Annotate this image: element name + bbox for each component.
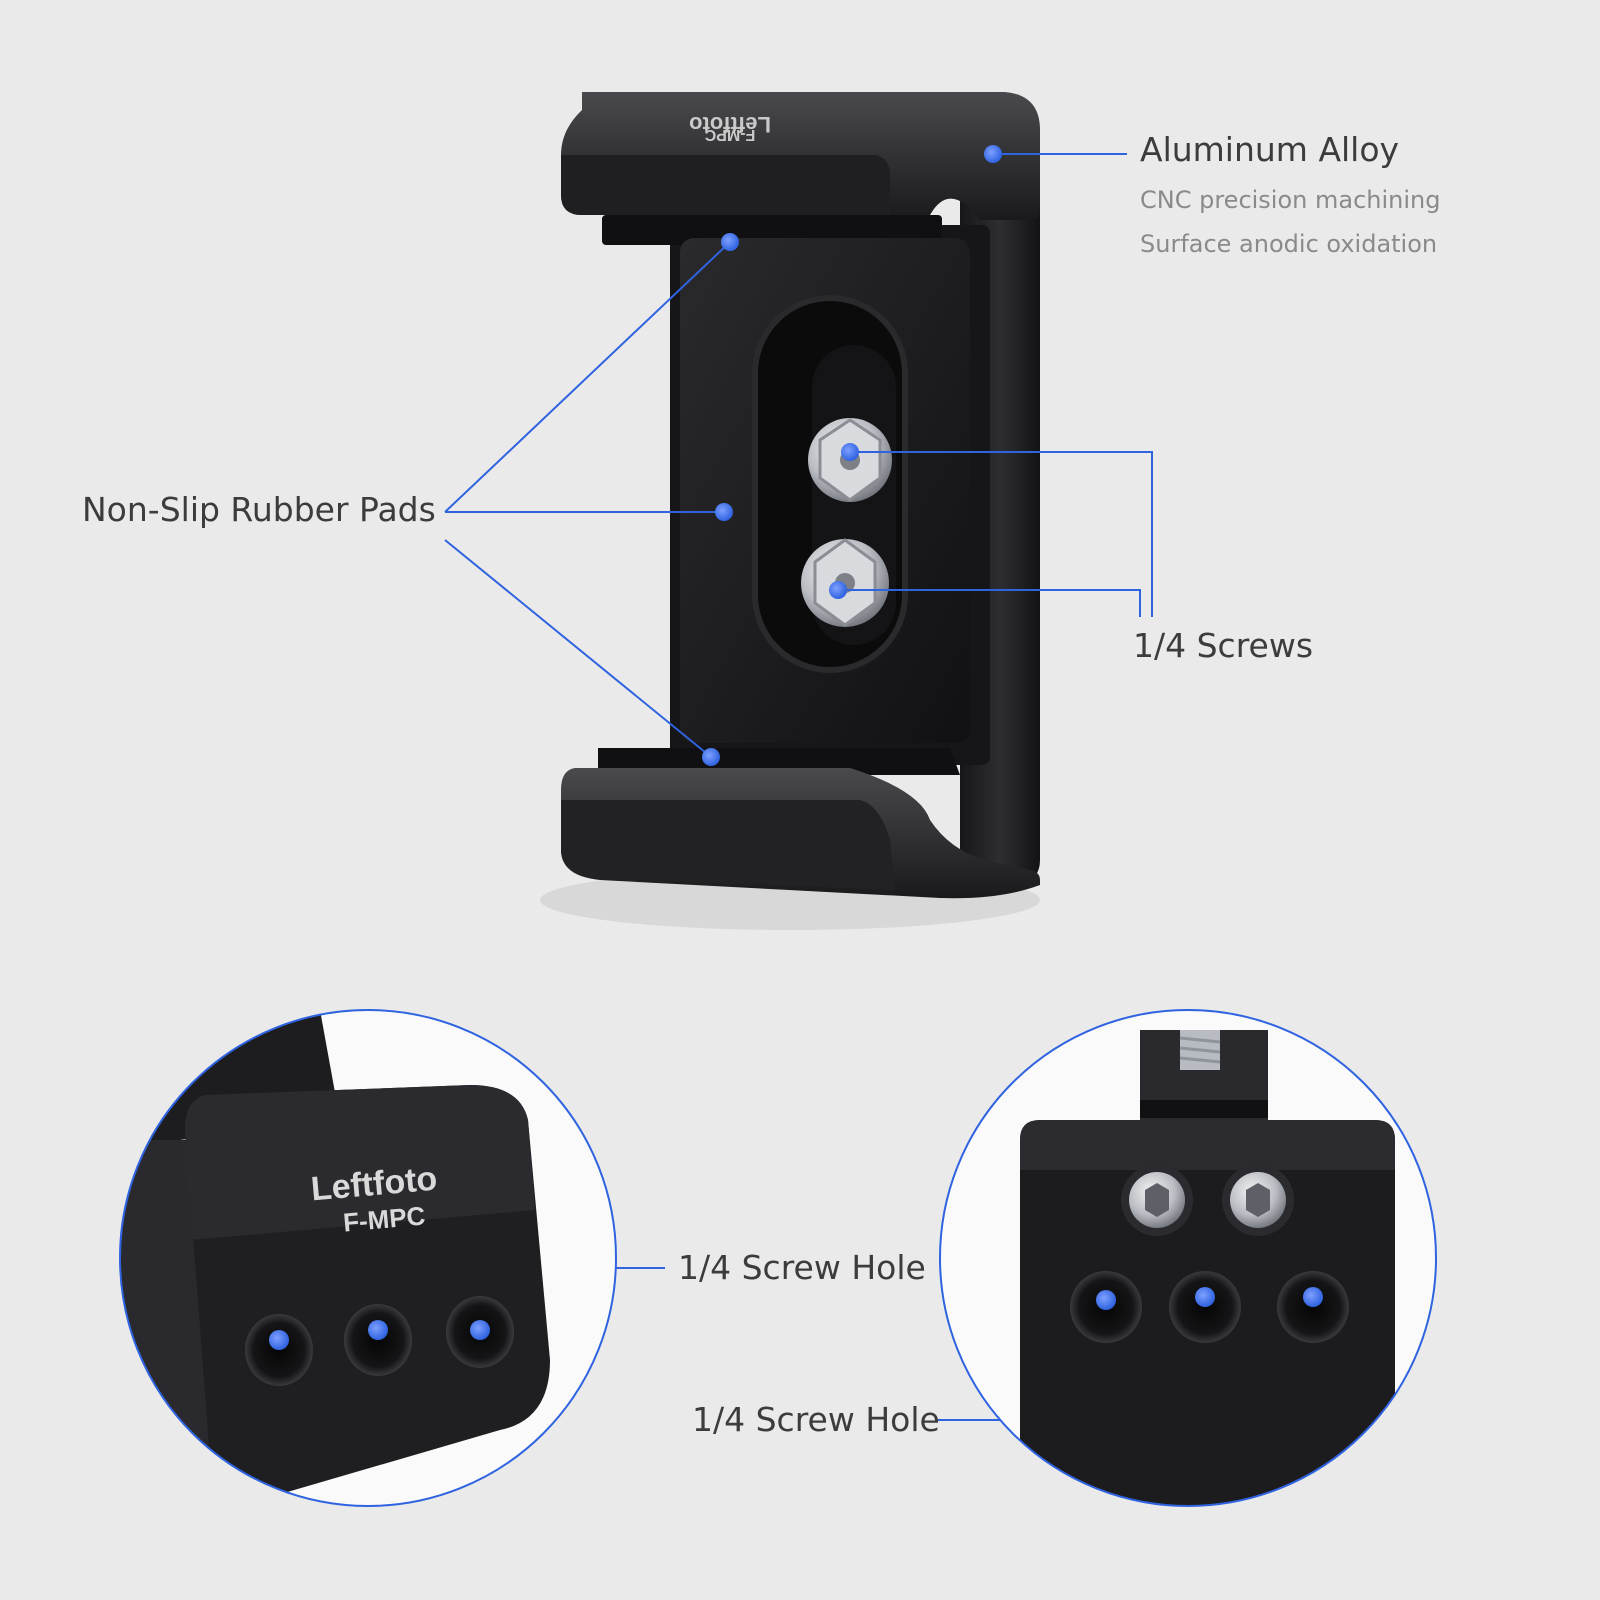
- screw-hole-left-title: 1/4 Screw Hole: [678, 1248, 926, 1287]
- top-jaw-engraving: Leftfoto: [689, 112, 771, 137]
- dot-aluminum: [984, 145, 1002, 163]
- dot-pad-bottom: [702, 748, 720, 766]
- detail-circle-right: [939, 1009, 1437, 1507]
- dot-screw-lower: [829, 581, 847, 599]
- svg-text:F-MPC: F-MPC: [704, 126, 755, 143]
- dot-screw-upper: [841, 443, 859, 461]
- screw-hole-right-title: 1/4 Screw Hole: [692, 1400, 940, 1439]
- rubber-pads-title: Non-Slip Rubber Pads: [82, 490, 436, 529]
- callout-dots: [702, 145, 1002, 766]
- dot-pad-middle: [715, 503, 733, 521]
- detail-circle-left: Leftfoto F-MPC: [119, 1009, 617, 1507]
- model-text: F-MPC: [342, 1200, 427, 1237]
- aluminum-detail-1: CNC precision machining: [1140, 186, 1441, 214]
- dot-pad-top: [721, 233, 739, 251]
- aluminum-alloy-title: Aluminum Alloy: [1140, 130, 1400, 169]
- screw-lower: [801, 538, 889, 627]
- screws-title: 1/4 Screws: [1133, 626, 1314, 665]
- aluminum-detail-2: Surface anodic oxidation: [1140, 230, 1438, 258]
